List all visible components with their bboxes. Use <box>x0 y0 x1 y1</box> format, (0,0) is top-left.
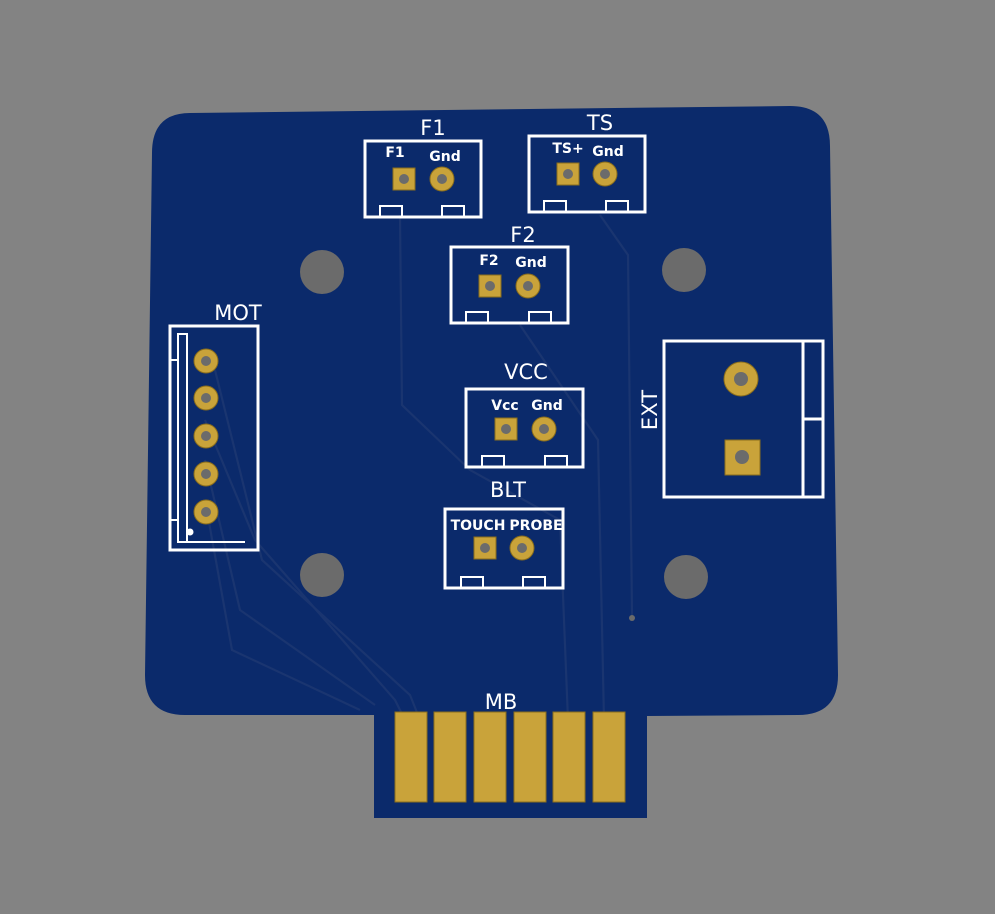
mounting-hole-top-left <box>300 250 344 294</box>
connector-mot: MOT <box>168 301 262 552</box>
connector-f2: F2 F2 Gnd <box>449 223 570 325</box>
mb-ref-label: MB <box>485 690 518 714</box>
ts-pin2-label: Gnd <box>592 144 623 160</box>
mb-finger-4 <box>513 711 547 803</box>
connector-ts: TS TS+ Gnd <box>527 111 647 214</box>
vcc-pin2-label: Gnd <box>531 398 562 414</box>
connector-blt: BLT TOUCH PROBE <box>443 478 565 590</box>
f1-ref-label: F1 <box>420 116 445 140</box>
f2-pin1-label: F2 <box>479 253 498 269</box>
mot-ref-label: MOT <box>214 301 262 325</box>
f2-ref-label: F2 <box>510 223 535 247</box>
ext-ref-label: EXT <box>638 390 662 430</box>
blt-ref-label: BLT <box>490 478 526 502</box>
ts-ref-label: TS <box>586 111 613 135</box>
mb-finger-6 <box>592 711 626 803</box>
connector-mb: MB <box>394 690 626 803</box>
mounting-hole-bottom-left <box>300 553 344 597</box>
f1-pin2-label: Gnd <box>429 149 460 165</box>
mb-finger-5 <box>552 711 586 803</box>
blt-pin1-label: TOUCH <box>451 518 506 534</box>
f1-pin1-label: F1 <box>385 145 404 161</box>
mounting-hole-bottom-right <box>664 555 708 599</box>
ts-pin1-label: TS+ <box>552 141 583 157</box>
connector-f1: F1 F1 Gnd <box>363 116 483 219</box>
blt-pin2-label: PROBE <box>509 518 562 534</box>
mb-finger-2 <box>433 711 467 803</box>
mb-finger-1 <box>394 711 428 803</box>
connector-ext: EXT <box>638 339 825 499</box>
ext-pad-2 <box>724 439 761 476</box>
vcc-pin1-label: Vcc <box>491 398 518 414</box>
f2-pin2-label: Gnd <box>515 255 546 271</box>
vcc-ref-label: VCC <box>504 360 548 384</box>
connector-vcc: VCC Vcc Gnd <box>464 360 585 469</box>
mb-finger-3 <box>473 711 507 803</box>
mounting-hole-top-right <box>662 248 706 292</box>
